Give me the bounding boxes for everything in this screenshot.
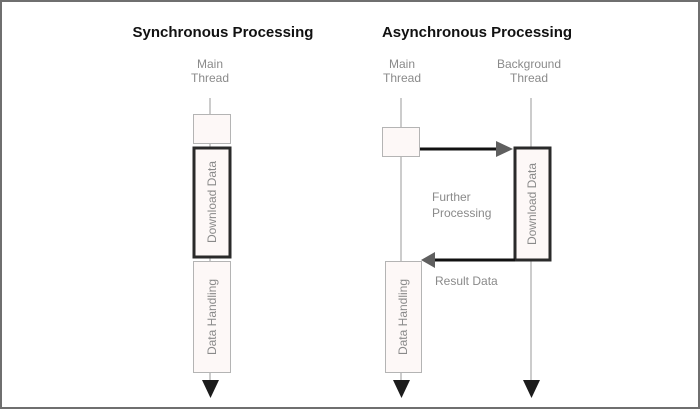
async-result-data-label: Result Data [435, 274, 498, 288]
async-download-data-box [513, 146, 552, 262]
sync-data-handling-label: Data Handling [205, 279, 219, 355]
async-title: Asynchronous Processing [382, 24, 572, 41]
async-further-processing-label-line2: Processing [432, 206, 491, 220]
async-further-processing-label-line1: Further [432, 190, 471, 204]
sync-main-thread-label-line1: Main [197, 57, 223, 71]
sync-title: Synchronous Processing [133, 24, 314, 41]
sync-data-handling-box [193, 261, 231, 373]
async-section: Asynchronous Processing Main Thread Back… [382, 24, 572, 398]
sync-main-thread-label-line2: Thread [191, 71, 229, 85]
async-dispatch-arrowhead-icon [496, 141, 513, 157]
async-main-thread-label-line1: Main [389, 57, 415, 71]
async-background-thread-label-line1: Background [497, 57, 561, 71]
async-download-data-label: Download Data [525, 163, 539, 245]
sync-section: Synchronous Processing Main Thread Downl… [133, 24, 314, 398]
async-activation-box [382, 127, 420, 157]
async-result-arrowhead-icon [421, 252, 435, 268]
async-background-timeline-end-arrow-icon [523, 380, 540, 398]
sync-download-data-box [192, 146, 232, 259]
async-data-handling-label: Data Handling [396, 279, 410, 355]
async-background-thread-label-line2: Thread [510, 71, 548, 85]
async-main-thread-label-line2: Thread [383, 71, 421, 85]
async-main-timeline-end-arrow-icon [393, 380, 410, 398]
async-data-handling-box [385, 261, 422, 373]
sync-download-data-label: Download Data [205, 161, 219, 243]
sync-timeline-end-arrow-icon [202, 380, 219, 398]
sync-activation-box [193, 114, 231, 144]
